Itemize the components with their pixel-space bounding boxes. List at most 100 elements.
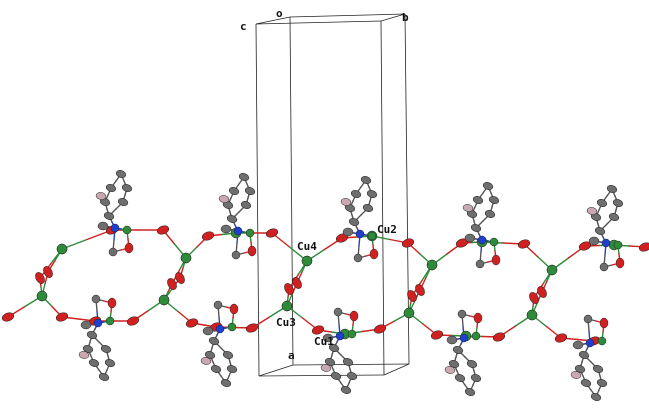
axis-label-a: a — [288, 349, 295, 362]
carbon-atom — [472, 196, 484, 204]
axis-label-b: b — [402, 11, 409, 24]
atom-label-cu2: Cu2 — [377, 223, 397, 236]
carbon-atom — [322, 333, 334, 343]
carbon-atom — [340, 386, 352, 394]
carbon-atom — [612, 199, 624, 207]
oxygen-atom — [265, 228, 279, 238]
oxygen-atom — [185, 318, 199, 328]
copper-atom — [245, 228, 255, 238]
carbon-atom — [100, 345, 112, 353]
oxygen-atom — [349, 310, 359, 322]
hydrogen-atom — [462, 204, 474, 212]
carbon-atom — [231, 250, 241, 260]
carbon-atom — [88, 359, 100, 367]
oxygen-atom — [107, 297, 117, 309]
carbon-atom — [482, 182, 494, 190]
nitrogen-atom — [215, 324, 225, 334]
carbon-atom — [457, 309, 467, 319]
carbon-atom — [470, 224, 482, 232]
carbon-atom — [328, 344, 340, 352]
carbon-atom — [588, 236, 600, 246]
carbon-atom — [596, 199, 608, 207]
copper-atom — [403, 307, 415, 319]
carbon-atom — [464, 233, 476, 243]
carbon-atom — [446, 335, 458, 345]
oxygen-atom — [473, 312, 483, 324]
nitrogen-atom — [355, 229, 365, 239]
atom-label-cu1: Cu1 — [314, 335, 334, 348]
copper-atom — [526, 309, 538, 321]
carbon-atom — [594, 227, 606, 235]
oxygen-atom — [201, 231, 215, 241]
copper-atom — [158, 294, 170, 306]
oxygen-atom — [554, 333, 568, 343]
carbon-atom — [222, 201, 234, 209]
copper-atom — [367, 231, 377, 241]
carbon-atom — [208, 337, 220, 345]
hydrogen-atom — [78, 351, 90, 359]
oxygen-atom — [126, 316, 140, 326]
nitrogen-atom — [459, 333, 469, 343]
oxygen-atom — [247, 245, 257, 257]
carbon-atom — [592, 365, 604, 373]
oxygen-atom — [615, 257, 625, 269]
oxygen-atom — [175, 272, 185, 284]
oxygen-atom — [373, 324, 387, 334]
carbon-atom — [99, 198, 111, 206]
carbon-atom — [353, 253, 363, 263]
carbon-atom — [360, 176, 372, 184]
oxygen-atom — [55, 312, 69, 322]
carbon-atom — [608, 213, 620, 221]
copper-atom — [489, 237, 499, 247]
copper-atom — [180, 252, 192, 264]
carbon-atom — [484, 210, 496, 218]
carbon-atom — [104, 359, 116, 367]
carbon-atom — [578, 351, 590, 359]
oxygen-atom — [369, 248, 379, 260]
copper-atom — [613, 240, 623, 250]
carbon-atom — [572, 340, 584, 350]
carbon-atom — [240, 201, 252, 209]
carbon-atom — [488, 196, 500, 204]
nitrogen-atom — [93, 318, 103, 328]
copper-atom — [122, 225, 132, 235]
oxygen-atom — [284, 283, 294, 295]
carbon-atom — [366, 190, 378, 198]
carbon-atom — [202, 326, 214, 336]
carbon-atom — [98, 373, 110, 381]
oxygen-atom — [311, 325, 325, 335]
carbon-atom — [210, 365, 222, 373]
carbon-atom — [590, 393, 602, 401]
hydrogen-atom — [200, 357, 212, 365]
oxygen-atom — [245, 323, 259, 333]
oxygen-atom — [492, 332, 506, 342]
nitrogen-atom — [335, 331, 345, 341]
carbon-atom — [342, 358, 354, 366]
oxygen-atom — [491, 254, 501, 266]
oxygen-atom — [156, 225, 170, 235]
carbon-atom — [117, 198, 129, 206]
copper-atom — [56, 243, 68, 255]
oxygen-atom — [537, 286, 547, 298]
carbon-atom — [599, 262, 609, 272]
carbon-atom — [238, 173, 250, 181]
atom-layer — [1, 170, 649, 401]
copper-atom — [426, 259, 438, 271]
nitrogen-atom — [601, 238, 611, 248]
axis-label-o: o — [276, 7, 283, 20]
copper-atom — [597, 336, 607, 346]
oxygen-atom — [638, 242, 649, 252]
carbon-atom — [226, 365, 238, 373]
copper-atom — [546, 264, 558, 276]
copper-atom — [105, 316, 115, 326]
hydrogen-atom — [320, 364, 332, 372]
carbon-atom — [115, 170, 127, 178]
axis-label-c: c — [240, 20, 247, 33]
hydrogen-atom — [444, 366, 456, 374]
unit-cell-box — [255, 13, 410, 377]
copper-atom — [471, 331, 481, 341]
hydrogen-atom — [340, 198, 352, 206]
carbon-atom — [330, 372, 342, 380]
copper-atom — [227, 322, 237, 332]
